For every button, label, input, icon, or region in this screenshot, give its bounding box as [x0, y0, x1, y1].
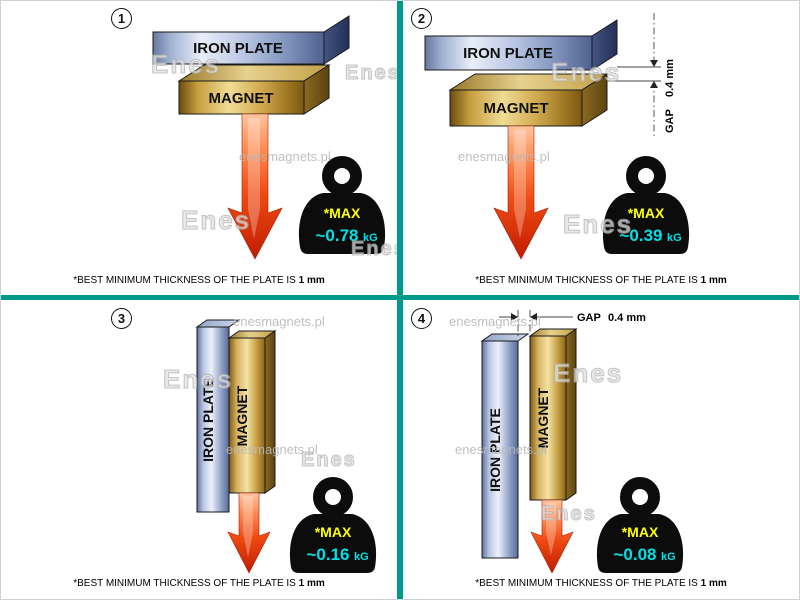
panel-number-badge: 1 [111, 8, 132, 29]
magnet-front [178, 80, 305, 115]
pull-force-unit: kG [661, 551, 676, 563]
gap-label: GAP [664, 109, 676, 133]
enes-logo-watermark: Enes [550, 57, 622, 87]
magnet-front [529, 335, 567, 501]
enes-logo-watermark: Enes [541, 503, 597, 525]
max-label: *MAX [315, 524, 352, 540]
pull-force-arrow [530, 499, 574, 574]
enes-logo-watermark: Enes [351, 238, 397, 260]
pull-force-value: ~0.08 [613, 545, 656, 564]
iron-plate-front [481, 340, 519, 559]
site-watermark: enesmagnets.pl [458, 149, 550, 164]
footnote-bold: 1 mm [298, 578, 325, 589]
arrow-highlight [243, 496, 253, 558]
iron-plate-front [196, 326, 230, 513]
panel-3: IRON PLATE MAGNET *MAX ~0.16 kG Enes Ene… [1, 300, 397, 599]
pull-force-value: ~0.78 [315, 226, 358, 245]
gap-label: GAP [577, 312, 601, 324]
kettlebell-handle [322, 156, 362, 196]
magnet-side-face [264, 330, 276, 494]
panel-2: IRON PLATE MAGNET GAP 0.4 mm *MAX ~0.39 … [403, 1, 799, 295]
footnote-text: *BEST MINIMUM THICKNESS OF THE PLATE IS [475, 275, 698, 286]
kettlebell-body [596, 514, 684, 573]
plate-thickness-footnote: *BEST MINIMUM THICKNESS OF THE PLATE IS … [403, 578, 799, 589]
kettlebell-handle [626, 156, 666, 196]
enes-logo-watermark: Enes [552, 358, 624, 388]
max-label: *MAX [628, 205, 665, 221]
magnet-label: MAGNET [484, 100, 549, 117]
kettlebell-handle [313, 477, 353, 517]
footnote-bold: 1 mm [700, 275, 727, 286]
pull-force-arrow [493, 125, 549, 260]
max-label: *MAX [324, 205, 361, 221]
magnet-label: MAGNET [535, 387, 551, 448]
gap-dim-arrow [511, 313, 518, 321]
arrow-highlight [546, 503, 556, 556]
kettlebell-body [602, 193, 690, 254]
max-label: *MAX [622, 524, 659, 540]
site-watermark: enesmagnets.pl [226, 442, 318, 457]
gap-dim-arrow [650, 60, 658, 67]
kettlebell-body [289, 514, 377, 573]
iron-plate-front [424, 35, 593, 71]
pull-force-unit: kG [354, 551, 369, 563]
plate-thickness-footnote: *BEST MINIMUM THICKNESS OF THE PLATE IS … [1, 578, 397, 589]
arrow-highlight [514, 130, 526, 239]
pull-force-unit: kG [667, 232, 682, 244]
magnet-side-face [565, 328, 577, 501]
kettlebell-body [298, 193, 386, 254]
plate-thickness-footnote: *BEST MINIMUM THICKNESS OF THE PLATE IS … [1, 275, 397, 286]
pull-force-value: ~0.16 [306, 545, 349, 564]
plate-thickness-footnote: *BEST MINIMUM THICKNESS OF THE PLATE IS … [403, 275, 799, 286]
gap-value: 0.4 mm [664, 59, 676, 97]
panel-4: GAP 0.4 mm IRON PLATE MAGNET *MAX ~0.08 … [403, 300, 799, 599]
gap-value: 0.4 mm [608, 312, 646, 324]
arrow-highlight [248, 118, 260, 239]
panel-number-badge: 3 [111, 308, 132, 329]
vertical-divider [397, 1, 403, 599]
pull-force-arrow [227, 492, 271, 574]
panel-number-badge: 2 [411, 8, 432, 29]
enes-logo-watermark: Enes [301, 449, 357, 471]
panel-1: IRON PLATE MAGNET *MAX ~0.78 kG Enes Ene… [1, 1, 397, 295]
footnote-text: *BEST MINIMUM THICKNESS OF THE PLATE IS [475, 578, 698, 589]
pull-force-value: ~0.39 [619, 226, 662, 245]
pull-force-unit: kG [363, 232, 378, 244]
site-watermark: enesmagnets.pl [455, 442, 547, 457]
magnet-label: MAGNET [234, 385, 250, 446]
panel-number-badge: 4 [411, 308, 432, 329]
kettlebell-handle [620, 477, 660, 517]
iron-plate-side-face [323, 15, 350, 65]
footnote-bold: 1 mm [700, 578, 727, 589]
site-watermark: enesmagnets.pl [449, 314, 541, 329]
enes-logo-watermark: Enes [562, 209, 634, 239]
footnote-text: *BEST MINIMUM THICKNESS OF THE PLATE IS [73, 275, 296, 286]
pull-force-arrow [227, 113, 283, 260]
enes-logo-watermark: Enes [162, 364, 234, 394]
enes-logo-watermark: Enes [180, 205, 252, 235]
site-watermark: enesmagnets.pl [233, 314, 325, 329]
gap-dim-arrow [530, 313, 537, 321]
iron-plate-label: IRON PLATE [463, 45, 553, 62]
footnote-bold: 1 mm [298, 275, 325, 286]
iron-plate-label: IRON PLATE [193, 40, 283, 57]
enes-logo-watermark: Enes [150, 49, 222, 79]
iron-plate-label: IRON PLATE [200, 378, 216, 462]
footnote-text: *BEST MINIMUM THICKNESS OF THE PLATE IS [73, 578, 296, 589]
iron-plate-top-face [480, 333, 530, 342]
iron-plate-label: IRON PLATE [487, 408, 503, 492]
enes-logo-watermark: Enes [345, 62, 397, 84]
gap-dim-arrow [650, 81, 658, 88]
magnet-label: MAGNET [209, 90, 274, 107]
site-watermark: enesmagnets.pl [239, 149, 331, 164]
iron-plate-front [152, 31, 325, 65]
